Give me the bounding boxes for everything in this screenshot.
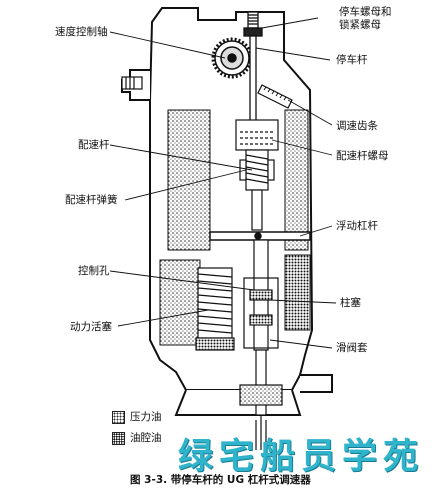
floating-lever [209,231,311,241]
sump-oil-swatch [112,432,125,445]
speed-shaft-label: 速度控制轴 [55,26,108,38]
power-piston [195,267,235,351]
stop-rod [249,35,257,127]
speeder-assembly [235,119,279,231]
speed-control-shaft [121,76,143,90]
valve-sleeve-label: 滑阀套 [336,342,368,354]
plunger-label: 柱塞 [340,297,361,309]
figure-caption: 图 3-3. 带停车杆的 UG 杠杆式调速器 [130,474,311,486]
control-port-label: 控制孔 [78,265,110,277]
speed-rack-label: 调速齿条 [336,120,378,132]
sump-oil-label: 油腔油 [130,432,162,444]
watermark: 绿宅船员学苑 [178,436,425,477]
pilot-valve [243,239,279,450]
drive-shaft [239,384,283,406]
speed-gear [211,37,253,79]
stop-nut-label-line2: 锁紧螺母 [339,19,381,31]
pressure-oil-label: 压力油 [130,411,162,423]
floating-lever-label: 浮动杠杆 [336,220,378,232]
pressure-oil-swatch [112,411,125,424]
power-piston-label: 动力活塞 [70,321,112,333]
speed-rod-nut-label: 配速杆螺母 [336,150,389,162]
stop-nut-label-line1: 停车螺母和 [339,6,392,18]
stop-rod-label: 停车杆 [336,54,368,66]
speed-rod-spring-label: 配速杆弹簧 [65,194,118,206]
speed-rod-label: 配速杆 [78,139,110,151]
leader-lines [109,17,337,349]
speed-rack [257,84,293,109]
